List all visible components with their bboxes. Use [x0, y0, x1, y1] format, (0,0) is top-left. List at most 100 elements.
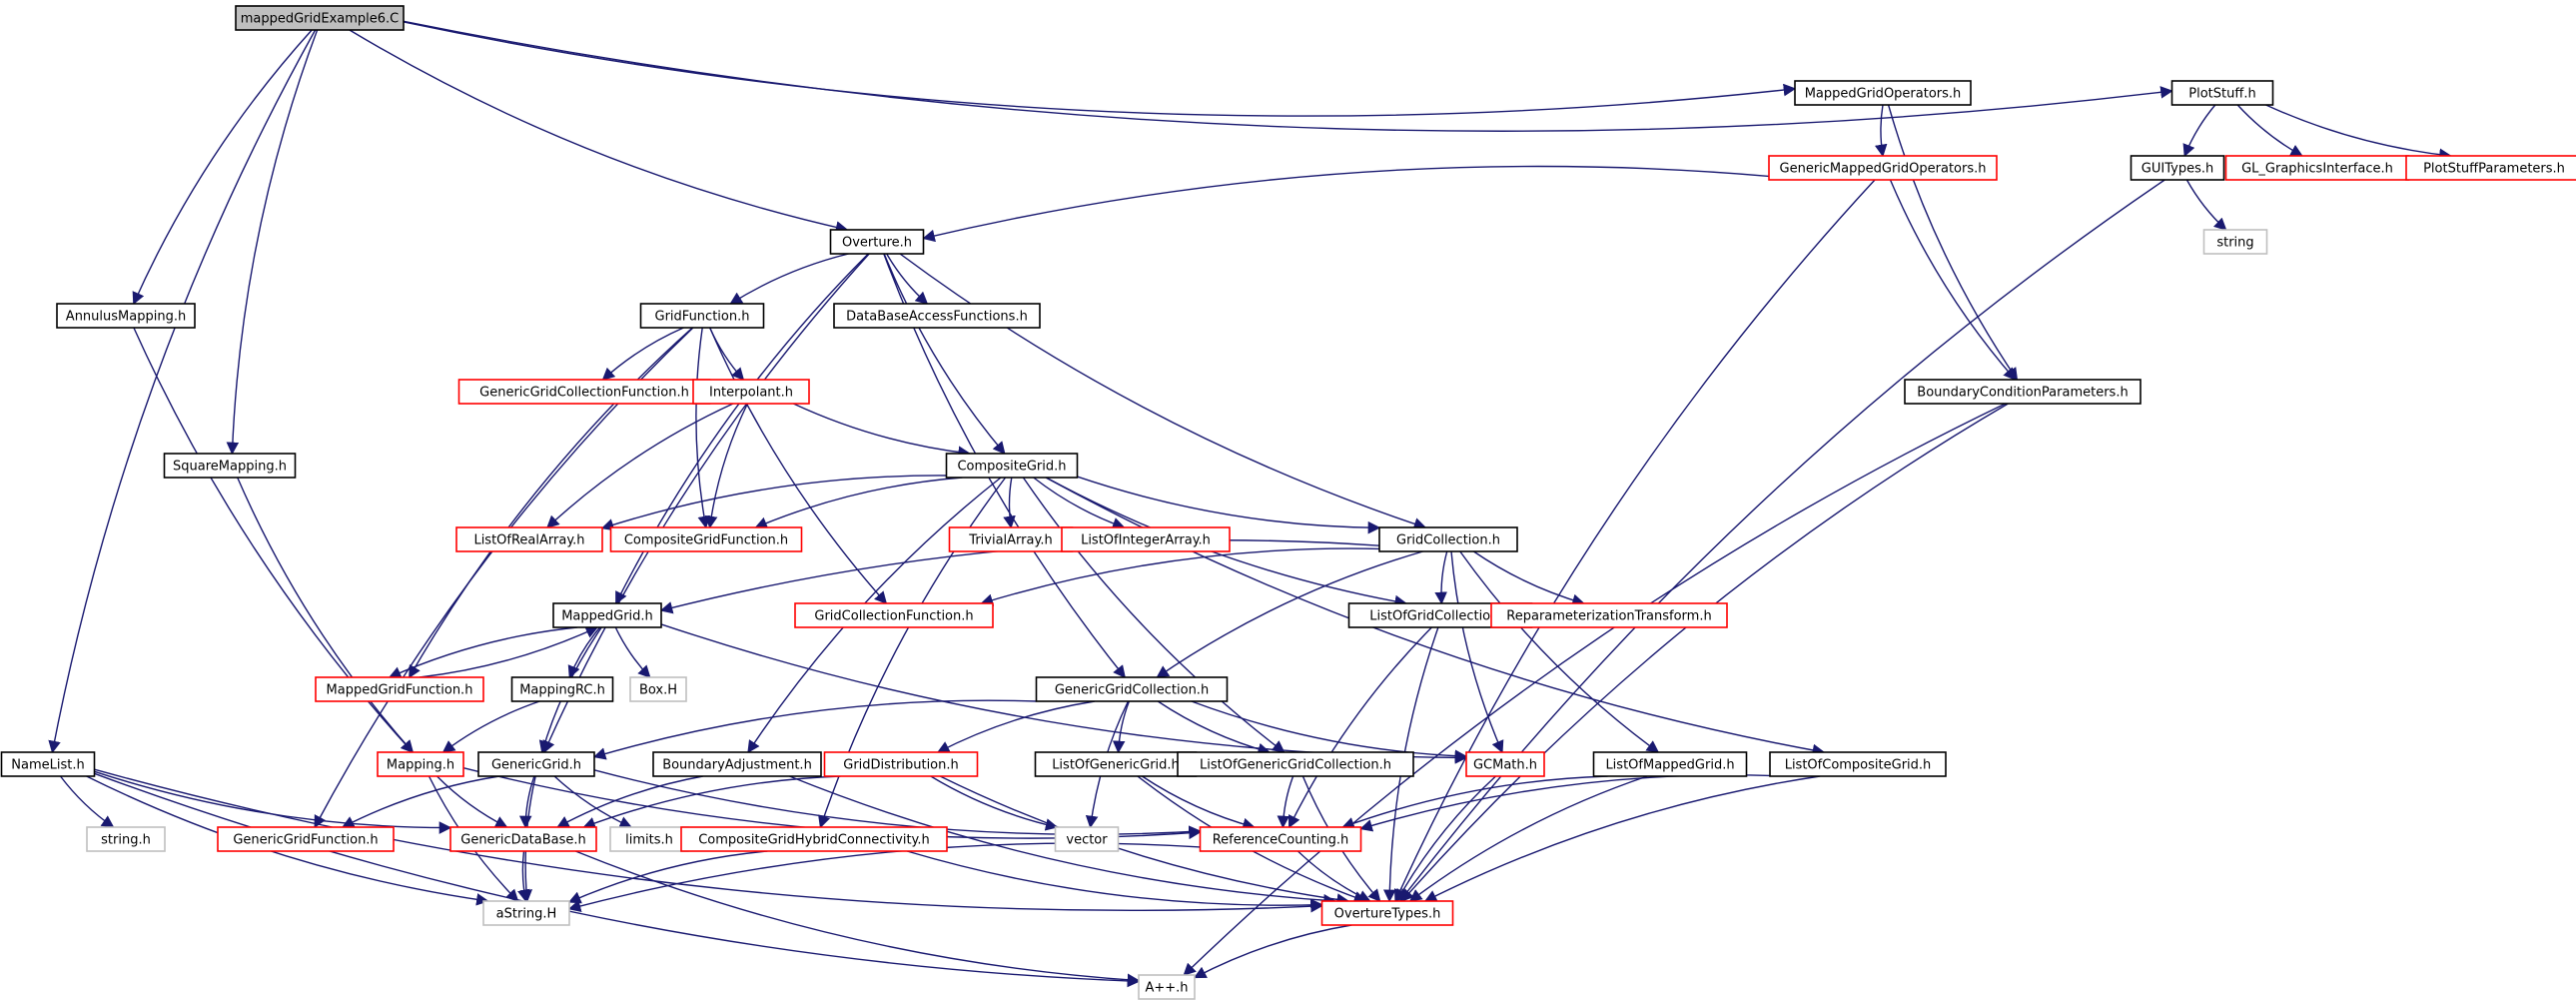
node-label: NameList.h	[11, 758, 84, 773]
node-gridfunction[interactable]: GridFunction.h	[639, 303, 765, 329]
edge-line	[518, 775, 535, 829]
node-ggcf[interactable]: GenericGridCollectionFunction.h	[457, 379, 711, 405]
edge-line	[1889, 179, 2017, 381]
node-overturetypes[interactable]: OvertureTypes.h	[1320, 900, 1454, 926]
edge-line	[2236, 104, 2303, 157]
node-guitypes[interactable]: GUITypes.h	[2130, 155, 2225, 181]
edge-line	[2265, 104, 2452, 162]
node-label: CompositeGridFunction.h	[624, 533, 788, 548]
node-cgf[interactable]: CompositeGridFunction.h	[609, 526, 803, 552]
node-gmgo[interactable]: GenericMappedGridOperators.h	[1768, 155, 1998, 181]
node-box	[2202, 229, 2268, 255]
edge-line	[436, 775, 508, 828]
edge-line	[906, 850, 1323, 912]
node-box	[680, 826, 948, 852]
node-box	[217, 826, 395, 852]
node-mappedgrid[interactable]: MappedGrid.h	[552, 602, 662, 628]
edge-square-to-mapping	[237, 477, 415, 753]
node-ggc[interactable]: GenericGridCollection.h	[1035, 676, 1229, 702]
node-label: Box.H	[639, 683, 677, 698]
node-box	[552, 602, 662, 628]
node-label: GUITypes.h	[2142, 162, 2213, 177]
node-box	[1794, 80, 1972, 106]
node-ba[interactable]: BoundaryAdjustment.h	[652, 751, 822, 777]
node-ggf[interactable]: GenericGridFunction.h	[217, 826, 395, 852]
node-label: limits.h	[625, 833, 673, 848]
node-bcp[interactable]: BoundaryConditionParameters.h	[1904, 379, 2142, 405]
edge-namelist-to-app	[94, 772, 1141, 988]
node-label: GenericGridFunction.h	[233, 833, 378, 848]
node-interpolant[interactable]: Interpolant.h	[692, 379, 810, 405]
node-plotstuff[interactable]: PlotStuff.h	[2170, 80, 2274, 106]
node-label: PlotStuff.h	[2188, 87, 2255, 102]
node-label: ListOfCompositeGrid.h	[1785, 758, 1932, 773]
edge-mappedgrid-to-mgf	[388, 626, 578, 679]
node-genericgrid[interactable]: GenericGrid.h	[477, 751, 595, 777]
node-root[interactable]: mappedGridExample6.C	[235, 5, 405, 31]
edge-line	[1022, 477, 1286, 753]
edge-line	[403, 21, 1797, 117]
node-label: GridFunction.h	[655, 310, 750, 325]
edge-line	[517, 850, 530, 903]
node-box	[823, 751, 979, 777]
edge-compositegrid-to-trivial	[1003, 477, 1016, 529]
node-namelist[interactable]: NameList.h	[0, 751, 96, 777]
node-label: ListOfRealArray.h	[473, 533, 584, 548]
node-mgf[interactable]: MappedGridFunction.h	[315, 676, 484, 702]
node-rt[interactable]: ReparameterizationTransform.h	[1490, 602, 1728, 628]
node-box	[1061, 526, 1231, 552]
node-overture[interactable]: Overture.h	[829, 229, 925, 255]
edge-root-to-square	[226, 29, 319, 456]
node-loggc[interactable]: ListOfGenericGridCollection.h	[1177, 751, 1414, 777]
edge-gdb-to-app	[574, 850, 1141, 987]
edge-line	[94, 772, 1141, 988]
node-cghc[interactable]: CompositeGridHybridConnectivity.h	[680, 826, 948, 852]
edge-line	[601, 327, 684, 381]
node-mappingrc[interactable]: MappingRC.h	[510, 676, 614, 702]
node-lomg[interactable]: ListOfMappedGrid.h	[1592, 751, 1748, 777]
edge-compositegrid-to-loggc	[1022, 477, 1286, 753]
node-box	[1904, 379, 2142, 405]
node-box	[1769, 751, 1947, 777]
edge-line	[709, 327, 745, 381]
node-label: DataBaseAccessFunctions.h	[846, 310, 1028, 325]
node-box	[455, 526, 603, 552]
node-box	[477, 751, 595, 777]
node-locg[interactable]: ListOfCompositeGrid.h	[1769, 751, 1947, 777]
edge-line	[349, 29, 849, 234]
edge-line	[419, 626, 599, 678]
edge-interpolant-to-cgf	[704, 403, 749, 529]
node-gridcollection[interactable]: GridCollection.h	[1378, 526, 1518, 552]
node-dbaf[interactable]: DataBaseAccessFunctions.h	[833, 303, 1041, 329]
node-griddist[interactable]: GridDistribution.h	[823, 751, 979, 777]
node-mapping[interactable]: Mapping.h	[377, 751, 464, 777]
node-gcf[interactable]: GridCollectionFunction.h	[794, 602, 994, 628]
node-trivial[interactable]: TrivialArray.h	[948, 526, 1074, 552]
edge-genericgrid-to-gdb	[518, 775, 535, 829]
edge-refcount-to-astring	[567, 842, 1201, 913]
node-mgo[interactable]: MappedGridOperators.h	[1794, 80, 1972, 106]
node-compositegrid[interactable]: CompositeGrid.h	[945, 453, 1079, 479]
edge-line	[1157, 700, 1272, 756]
node-box	[56, 303, 196, 329]
node-lora[interactable]: ListOfRealArray.h	[455, 526, 603, 552]
node-label: ListOfGenericGridCollection.h	[1200, 758, 1391, 773]
node-square[interactable]: SquareMapping.h	[163, 453, 297, 479]
edge-genericgrid-to-limits	[553, 775, 633, 829]
node-psp[interactable]: PlotStuffParameters.h	[2405, 155, 2576, 181]
node-loia[interactable]: ListOfIntegerArray.h	[1061, 526, 1231, 552]
edge-line	[1398, 179, 2165, 902]
edge-gmgo-to-overturetypes	[1393, 179, 1876, 903]
node-refcount[interactable]: ReferenceCounting.h	[1199, 826, 1362, 852]
edge-gridfunction-to-cgf	[695, 327, 711, 529]
node-gdb[interactable]: GenericDataBase.h	[449, 826, 597, 852]
edge-root-to-namelist	[48, 29, 317, 754]
node-label: GenericMappedGridOperators.h	[1780, 162, 1987, 177]
node-loggrid[interactable]: ListOfGenericGrid.h	[1034, 751, 1198, 777]
node-annulus[interactable]: AnnulusMapping.h	[56, 303, 196, 329]
edge-line	[567, 850, 768, 904]
edge-interpolant-to-lora	[546, 403, 734, 528]
node-gcmath[interactable]: GCMath.h	[1465, 751, 1545, 777]
node-box	[315, 676, 484, 702]
node-glgi[interactable]: GL_GraphicsInterface.h	[2224, 155, 2410, 181]
